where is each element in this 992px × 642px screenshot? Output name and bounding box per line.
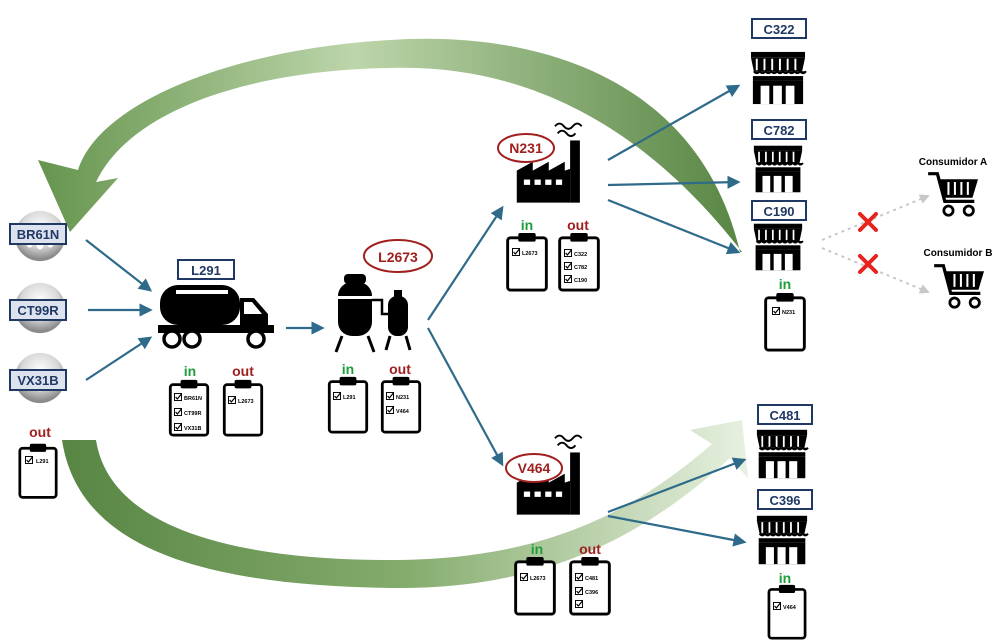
- consumer-b-label: Consumidor B: [924, 248, 992, 259]
- supplier-id: BR61N: [17, 227, 60, 242]
- factory-n-id: N231: [509, 140, 543, 156]
- clipboard-icon: L291: [18, 442, 58, 499]
- factory-n-id-oval: [497, 133, 555, 163]
- consumer-arrows: [821, 194, 930, 294]
- tanker-truck-icon: [158, 285, 274, 349]
- supplier-vx31b: VX31B: [9, 352, 67, 404]
- store-c190: C190: [751, 200, 807, 272]
- clipboard-icon: L2673: [514, 556, 556, 616]
- store-id: C322: [763, 22, 794, 37]
- tank-in-label: in: [342, 361, 354, 377]
- store-icon: [755, 428, 809, 480]
- clipboard-item: L2673: [530, 576, 546, 582]
- clipboard-item: V464: [783, 605, 797, 611]
- supplier-out-label: out: [29, 424, 51, 440]
- clipboard-item: V464: [396, 409, 410, 415]
- store-c396: C396: [755, 489, 813, 566]
- factory-v-in-label: in: [531, 541, 543, 557]
- tank-id: L2673: [378, 249, 418, 265]
- lower-return-arrow: [62, 420, 748, 589]
- clipboard-item: BR61N: [184, 396, 202, 402]
- clipboard-icon: BR61N CT99R VX31B: [168, 379, 210, 437]
- clipboard-icon: L2673: [506, 232, 548, 292]
- store-c782: C782: [751, 119, 807, 194]
- shopping-cart-icon: [926, 172, 980, 217]
- clipboard-item: N231: [782, 310, 795, 316]
- clipboard-icon: N231 V464: [380, 376, 422, 434]
- clipboard-item: L291: [343, 395, 356, 401]
- factory-n-out-label: out: [567, 217, 589, 233]
- supplier-ct99r: CT99R: [9, 282, 67, 334]
- factory-v-id: V464: [518, 460, 551, 476]
- red-x-icon: [858, 212, 878, 232]
- store-icon: [752, 222, 804, 272]
- clipboard-item: C396: [585, 590, 598, 596]
- store-icon: [752, 144, 804, 194]
- clipboard-icon: V464: [767, 584, 807, 640]
- clipboard-icon: C322 C782 C190: [558, 232, 600, 292]
- store-id: C396: [769, 493, 800, 508]
- truck-in-label: in: [184, 363, 196, 379]
- tank-id-oval: [363, 239, 433, 273]
- store-id: C190: [763, 204, 794, 219]
- clipboard-item: C322: [574, 252, 587, 258]
- upper-return-arrow: [38, 38, 742, 252]
- storage-tank-icon: [334, 274, 412, 353]
- tank-out-label: out: [389, 361, 411, 377]
- clipboard-item: L2673: [238, 399, 254, 405]
- store-id: C782: [763, 123, 794, 138]
- clipboard-item: C190: [574, 278, 587, 284]
- clipboard-item: C782: [574, 265, 587, 271]
- clipboard-item: VX31B: [184, 426, 201, 432]
- clipboard-icon: L2673: [222, 379, 264, 437]
- clipboard-icon: N231: [764, 292, 806, 352]
- factory-n-in-label: in: [521, 217, 533, 233]
- consumer-a-label: Consumidor A: [919, 157, 988, 168]
- factory-v-id-oval: [505, 453, 563, 483]
- store-c481: C481: [755, 404, 813, 480]
- red-x-icon: [858, 254, 878, 274]
- store-icon: [755, 514, 809, 566]
- store-id: C481: [769, 408, 800, 423]
- clipboard-item: L291: [36, 459, 49, 465]
- clipboard-icon: C481 C396: [569, 556, 611, 616]
- clipboard-icon: L291: [327, 376, 369, 434]
- clipboard-item: L2673: [522, 251, 538, 257]
- flow-arrows: [85, 84, 747, 547]
- shopping-cart-icon: [932, 264, 986, 309]
- truck-out-label: out: [232, 363, 254, 379]
- clipboard-item: C481: [585, 576, 598, 582]
- store-icon: [749, 50, 807, 106]
- factory-v-out-label: out: [579, 541, 601, 557]
- store-c396-in-label: in: [779, 570, 791, 586]
- store-c190-in-label: in: [779, 276, 791, 292]
- supplier-id: VX31B: [17, 373, 58, 388]
- supplier-id: CT99R: [17, 303, 59, 318]
- supplier-bR61N: BR61N: [9, 210, 67, 262]
- truck-id-box: [177, 259, 235, 280]
- clipboard-item: CT99R: [184, 411, 201, 417]
- store-c322: C322: [749, 18, 807, 106]
- clipboard-item: N231: [396, 395, 409, 401]
- truck-id: L291: [191, 263, 221, 278]
